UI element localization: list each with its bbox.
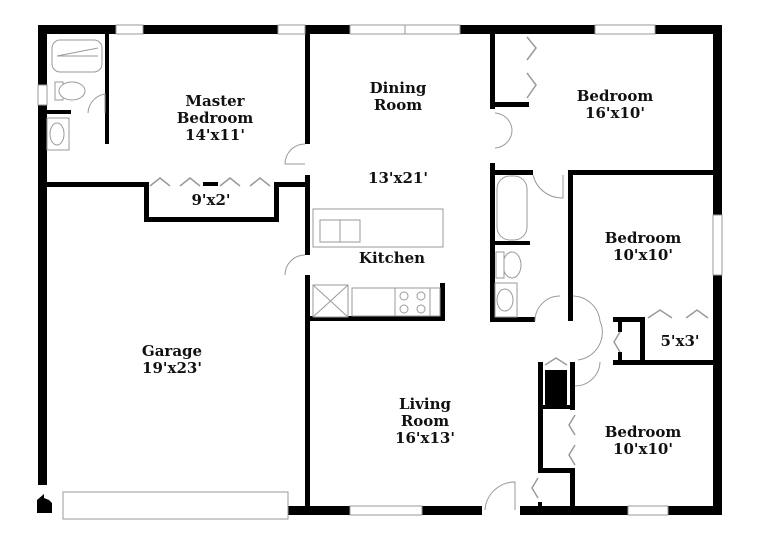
room-label-master-bedroom: Master Bedroom 14'x11': [177, 93, 254, 144]
room-label-living-room: Living Room 16'x13': [395, 396, 455, 447]
room-name: Kitchen: [358, 249, 426, 267]
room-label-closet-2: 5'x3': [660, 333, 699, 350]
room-dimensions: 19'x23': [142, 359, 202, 377]
interior-walls: [47, 34, 722, 513]
room-label-bedroom-2: Bedroom 10'x10': [605, 230, 682, 264]
room-name: Room: [400, 412, 450, 430]
windows: [37, 24, 723, 520]
fixtures: [46, 39, 528, 318]
room-label-dining-room: Dining Room: [370, 80, 427, 114]
hall-toilet-bowl: [502, 251, 522, 279]
room-name: Bedroom: [604, 229, 682, 247]
room-dimensions: 14'x11': [185, 126, 245, 144]
room-label-kitchen: Kitchen: [359, 250, 425, 267]
stove: [394, 287, 431, 317]
room-label-garage: Garage 19'x23': [142, 343, 202, 377]
room-dimensions: 13'x21': [368, 169, 428, 187]
room-label-bedroom-3: Bedroom 10'x10': [605, 424, 682, 458]
room-dimensions: 16'x10': [585, 104, 645, 122]
room-name: Master: [185, 92, 245, 110]
doors: [87, 93, 603, 511]
room-label-master-closet: 9'x2': [191, 192, 230, 209]
room-name: Bedroom: [604, 423, 682, 441]
master-toilet-bowl: [58, 81, 86, 101]
bifold-doors: [149, 36, 709, 499]
room-name: Garage: [141, 342, 203, 360]
room-label-bedroom-1: Bedroom 16'x10': [577, 88, 654, 122]
room-name: Bedroom: [576, 87, 654, 105]
room-name: Room: [373, 96, 423, 114]
room-dimensions: 5'x3': [660, 332, 700, 350]
room-dimensions: 10'x10': [613, 440, 673, 458]
room-dimensions: 10'x10': [613, 246, 673, 264]
room-dimensions: 9'x2': [191, 191, 231, 209]
room-label-dining-dims: 13'x21': [368, 170, 428, 187]
house-icon: [37, 494, 52, 513]
room-dimensions: 16'x13': [395, 429, 455, 447]
room-name: Living: [398, 395, 452, 413]
room-name: Dining: [369, 79, 427, 97]
room-name: Bedroom: [176, 109, 254, 127]
hall-bathtub: [496, 175, 528, 241]
